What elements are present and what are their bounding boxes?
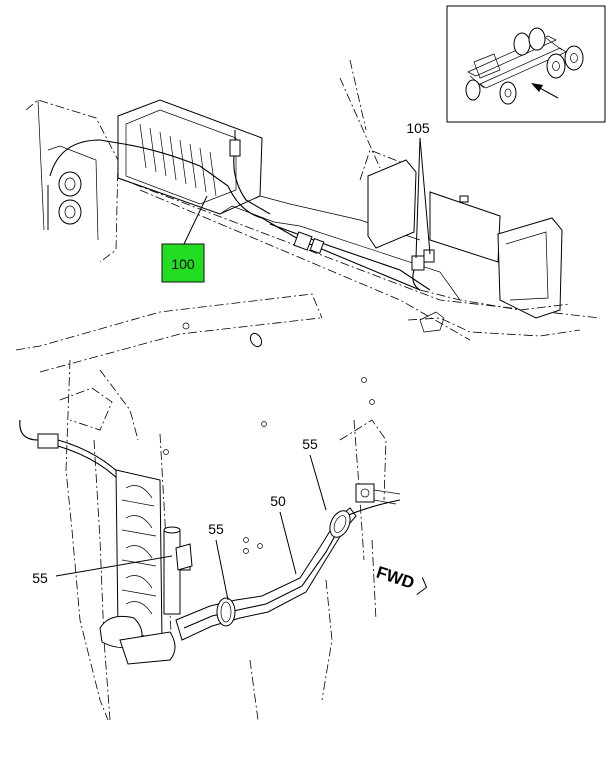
arrow-up-left-icon: [531, 83, 559, 99]
chevron-right-icon: [416, 577, 428, 596]
lower-view: [15, 293, 401, 721]
fwd-indicator: FWD: [374, 563, 428, 596]
callout-55-left: 55: [32, 570, 48, 586]
upper-view: [25, 59, 601, 341]
fwd-label: FWD: [374, 563, 417, 593]
callout-100-highlight: [161, 243, 205, 283]
callout-105: 105: [406, 120, 430, 136]
truck-chassis-icon: [465, 27, 584, 105]
callout-100: 100: [171, 256, 195, 272]
callout-55-top: 55: [302, 436, 318, 452]
callout-50: 50: [270, 493, 286, 509]
locator-inset: [446, 5, 606, 123]
callouts: 100 105 55 55 55 50: [32, 120, 431, 601]
callout-55-mid: 55: [208, 521, 224, 537]
